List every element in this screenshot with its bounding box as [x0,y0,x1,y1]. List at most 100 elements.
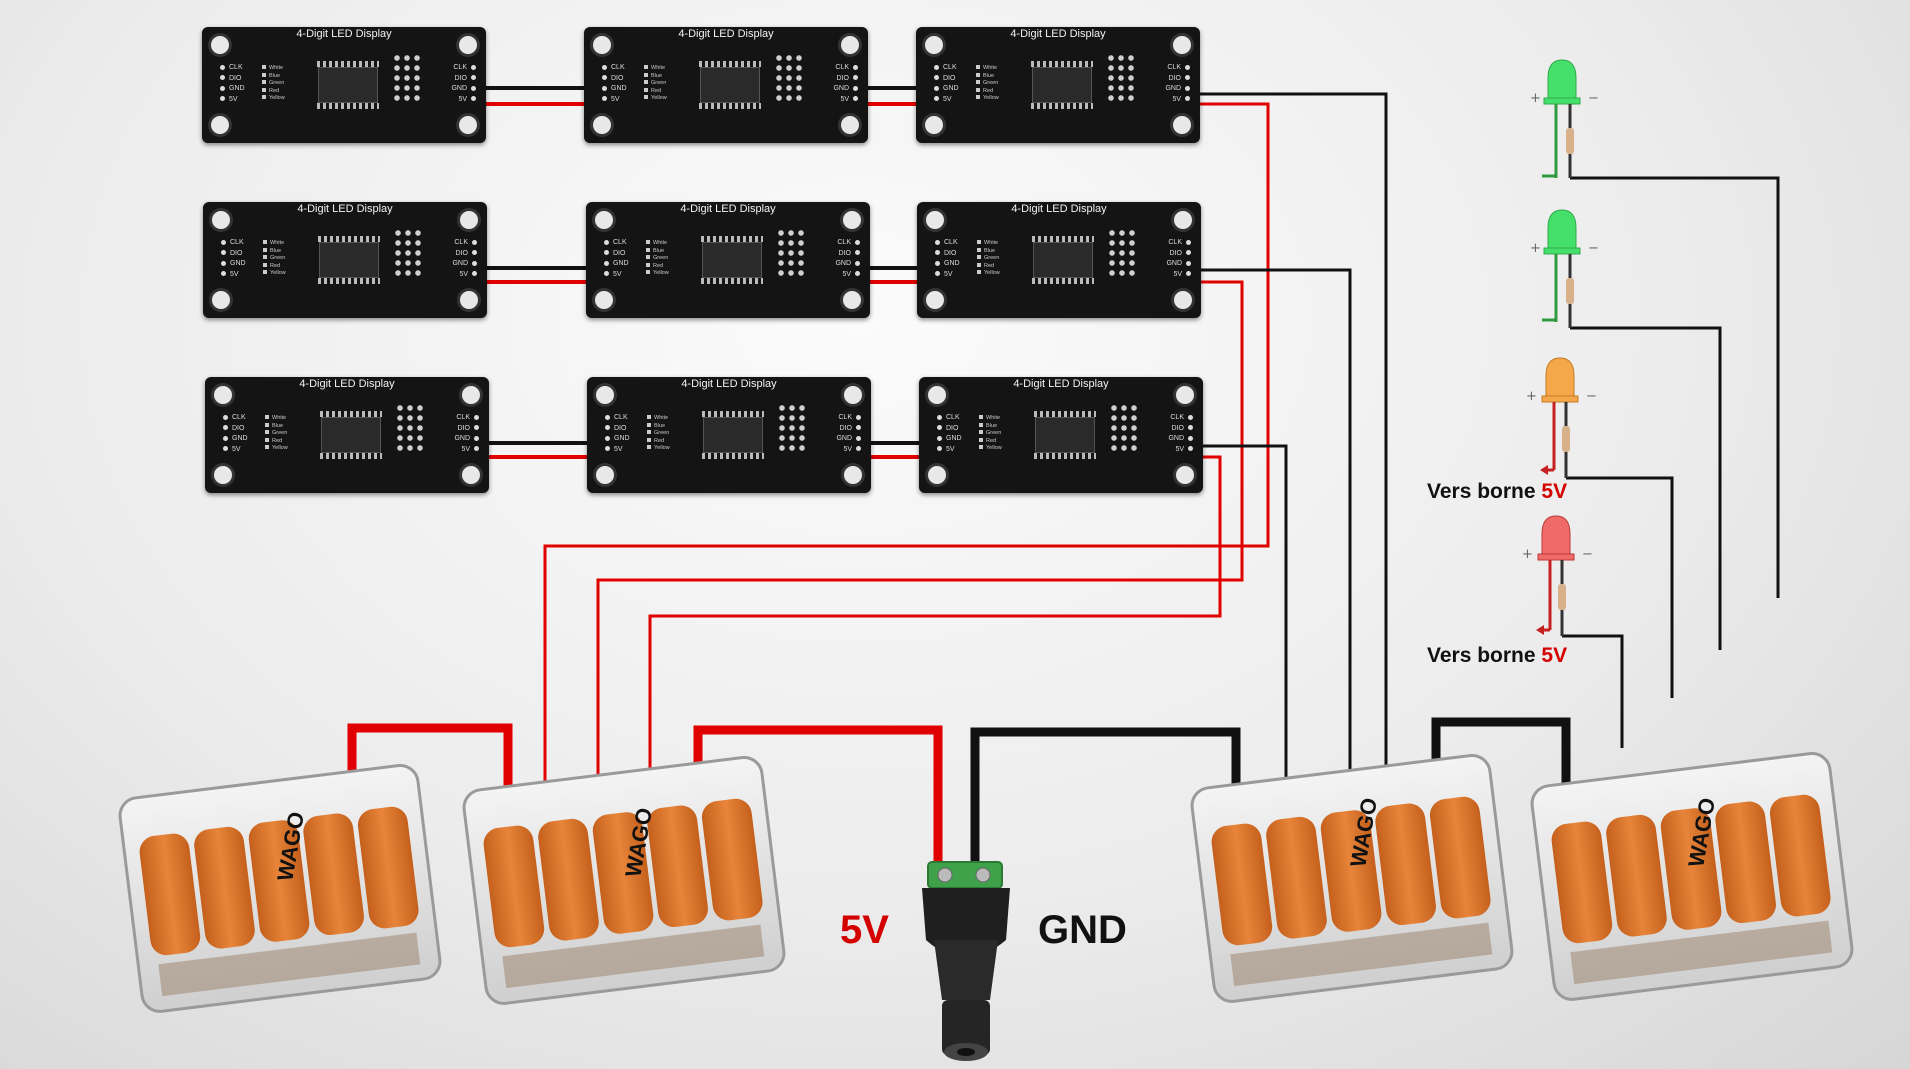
pin-label: GND [220,84,245,95]
led-red-icon: + − [1522,515,1593,636]
vers-borne-label: Vers borne 5V [1427,480,1568,503]
pin-label: 5V [1166,270,1191,281]
module-title: 4-Digit LED Display [296,28,392,40]
header-pins-icon [1106,53,1136,103]
pin-label: 5V [454,445,479,456]
gnd-trunk-wires [1190,92,1388,790]
color-label: Yellow [979,445,1002,453]
svg-text:−: − [1588,91,1599,106]
pin-label: GND [602,84,627,95]
pin-label: GND [452,259,477,270]
module-title: 4-Digit LED Display [299,378,395,390]
color-label: Green [976,80,999,88]
pin-label: GND [604,259,629,270]
pin-label: CLK [605,413,630,424]
color-label: Yellow [263,270,286,278]
color-label: Yellow [646,270,669,278]
wago-connector-left-2 [462,755,786,1005]
color-label: Blue [647,423,670,431]
mount-hole [456,33,480,57]
color-label: Red [977,263,1000,271]
mount-hole [841,383,865,407]
pin-label: GND [833,84,858,95]
mount-hole [592,288,616,312]
dc-barrel-jack-icon [922,861,1010,1061]
module-title: 4-Digit LED Display [681,378,777,390]
color-label: Yellow [262,95,285,103]
pin-label: CLK [935,238,960,249]
color-label: Blue [265,423,288,431]
color-label: Green [644,80,667,88]
pin-label: 5V [836,445,861,456]
5v-label: 5V [840,908,889,952]
module-title: 4-Digit LED Display [1011,203,1107,215]
driver-chip-icon [318,236,380,284]
pin-label: CLK [1165,63,1190,74]
pin-label: 5V [935,270,960,281]
pin-label: DIO [934,74,959,85]
mount-hole [457,208,481,232]
pin-label: GND [1165,84,1190,95]
module-title: 4-Digit LED Display [1013,378,1109,390]
color-label: Yellow [977,270,1000,278]
svg-text:+: + [1530,91,1541,106]
mount-hole [593,383,617,407]
driver-chip-icon [1031,61,1093,109]
module-title: 4-Digit LED Display [1010,28,1106,40]
mount-hole [208,113,232,137]
header-pins-icon [1107,228,1137,278]
pin-label: 5V [605,445,630,456]
mount-hole [592,208,616,232]
pin-label: 5V [934,95,959,106]
pin-label: DIO [937,424,962,435]
color-label: White [977,240,1000,248]
pin-label: CLK [836,413,861,424]
pin-label: GND [934,84,959,95]
mount-hole [840,288,864,312]
color-label: Red [979,438,1002,446]
mount-hole [208,33,232,57]
mount-hole [1173,383,1197,407]
color-label: Green [977,255,1000,263]
color-label: Red [646,263,669,271]
mount-hole [923,288,947,312]
color-label: Blue [646,248,669,256]
color-label: Red [265,438,288,446]
driver-chip-icon [1034,411,1096,459]
color-label: White [646,240,669,248]
color-label: Red [976,88,999,96]
pin-label: DIO [604,249,629,260]
pin-label: DIO [223,424,248,435]
driver-chip-icon [320,411,382,459]
driver-chip-icon [699,61,761,109]
mount-hole [459,383,483,407]
pin-label: 5V [1168,445,1193,456]
color-label: Green [979,430,1002,438]
mount-hole [1171,288,1195,312]
driver-chip-icon [701,236,763,284]
mount-hole [211,383,235,407]
mount-hole [457,288,481,312]
wago-connector-right-1 [1190,753,1514,1003]
pin-label: DIO [605,424,630,435]
pin-label: CLK [934,63,959,74]
pin-label: CLK [1166,238,1191,249]
color-label: White [647,415,670,423]
color-label: Blue [262,73,285,81]
pin-label: CLK [223,413,248,424]
pin-label: DIO [602,74,627,85]
pin-label: DIO [835,249,860,260]
header-pins-icon [392,53,422,103]
pin-label: 5V [835,270,860,281]
